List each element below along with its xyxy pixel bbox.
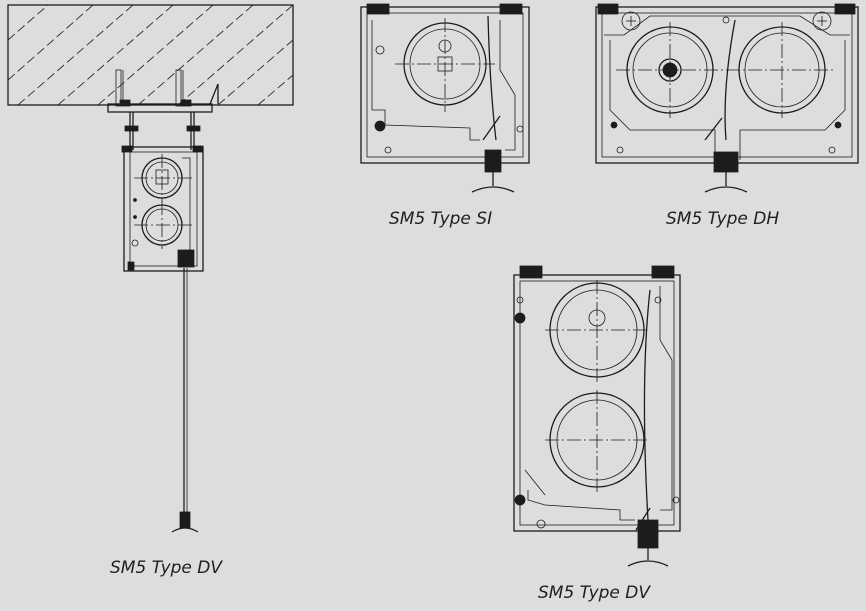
caption-dv-mounted: SM5 Type DV <box>110 558 223 578</box>
caption-si: SM5 Type SI <box>389 209 493 229</box>
dv-mounted-housing <box>121 145 204 272</box>
dv-mounted-cord <box>171 268 199 533</box>
caption-dh: SM5 Type DH <box>666 209 780 229</box>
caption-dv: SM5 Type DV <box>538 583 651 603</box>
ceiling-slab <box>7 4 294 106</box>
mounting-bracket <box>107 69 219 150</box>
dv-figure <box>513 265 681 567</box>
dh-figure <box>595 3 859 193</box>
dv-mounted-figure <box>7 4 294 533</box>
si-figure <box>360 3 530 193</box>
